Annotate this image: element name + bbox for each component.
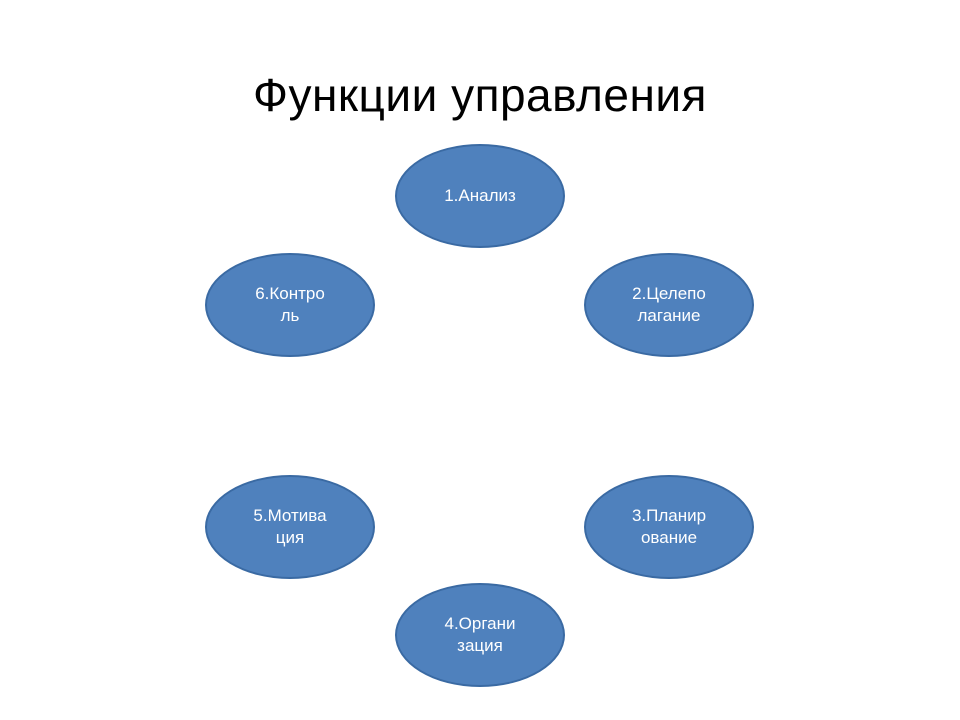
node-goal-setting: 2.Целепо лагание <box>584 253 754 357</box>
node-control-label: 6.Контро ль <box>231 283 349 327</box>
node-motivation-line-2: ция <box>275 528 305 547</box>
node-control-line-1: 6.Контро <box>255 284 325 303</box>
node-goal-setting-line-1: 2.Целепо <box>632 284 706 303</box>
node-analysis-label: 1.Анализ <box>421 185 539 207</box>
node-organization-line-2: зация <box>457 636 503 655</box>
node-motivation-line-1: 5.Мотива <box>253 506 327 525</box>
node-goal-setting-line-2: лагание <box>637 306 701 325</box>
node-control: 6.Контро ль <box>205 253 375 357</box>
node-planning-line-2: ование <box>640 528 698 547</box>
node-organization: 4.Органи зация <box>395 583 565 687</box>
node-organization-label: 4.Органи зация <box>421 613 539 657</box>
node-goal-setting-label: 2.Целепо лагание <box>610 283 728 327</box>
node-motivation-label: 5.Мотива ция <box>231 505 349 549</box>
node-planning-line-1: 3.Планир <box>631 506 707 525</box>
node-control-line-2: ль <box>280 306 300 325</box>
node-analysis-line-1: 1.Анализ <box>444 186 516 205</box>
node-planning-label: 3.Планир ование <box>610 505 728 549</box>
node-motivation: 5.Мотива ция <box>205 475 375 579</box>
slide-title: Функции управления <box>253 69 707 121</box>
node-organization-line-1: 4.Органи <box>444 614 516 633</box>
node-analysis: 1.Анализ <box>395 144 565 248</box>
node-planning: 3.Планир ование <box>584 475 754 579</box>
